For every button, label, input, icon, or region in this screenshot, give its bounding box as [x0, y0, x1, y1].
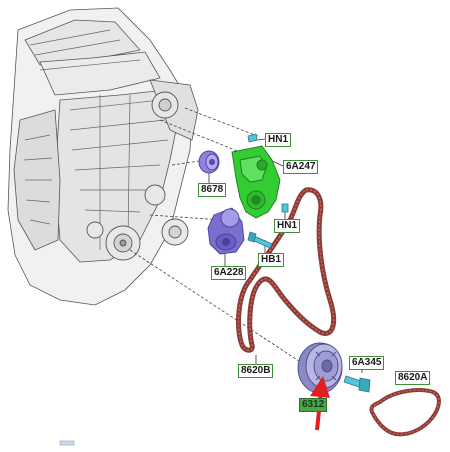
- label-8620a: 8620A: [395, 371, 431, 385]
- belt-8620a: [369, 388, 441, 437]
- label-hn1-mid: HN1: [274, 219, 301, 233]
- label-6a228: 6A228: [211, 266, 247, 280]
- label-hb1: HB1: [258, 253, 285, 267]
- idler-6a228: [207, 207, 245, 255]
- tensioner-6a247: [231, 145, 281, 219]
- engine-pulleys: [86, 91, 189, 261]
- label-hn1-top: HN1: [265, 133, 292, 147]
- bolts: [247, 133, 289, 249]
- label-8678: 8678: [198, 183, 227, 197]
- label-8620b: 8620B: [238, 364, 274, 378]
- engine-details: [23, 29, 169, 250]
- idler-8678: [198, 150, 220, 174]
- leader-lines: [129, 107, 306, 366]
- corner-mark-icon: [59, 440, 75, 446]
- label-6a247: 6A247: [283, 160, 319, 174]
- bolt-6a345: [343, 375, 371, 393]
- label-6312: 6312: [299, 398, 328, 412]
- engine-block: [7, 7, 199, 306]
- label-6a345: 6A345: [349, 356, 385, 370]
- crank-pulley-6312: [297, 342, 343, 394]
